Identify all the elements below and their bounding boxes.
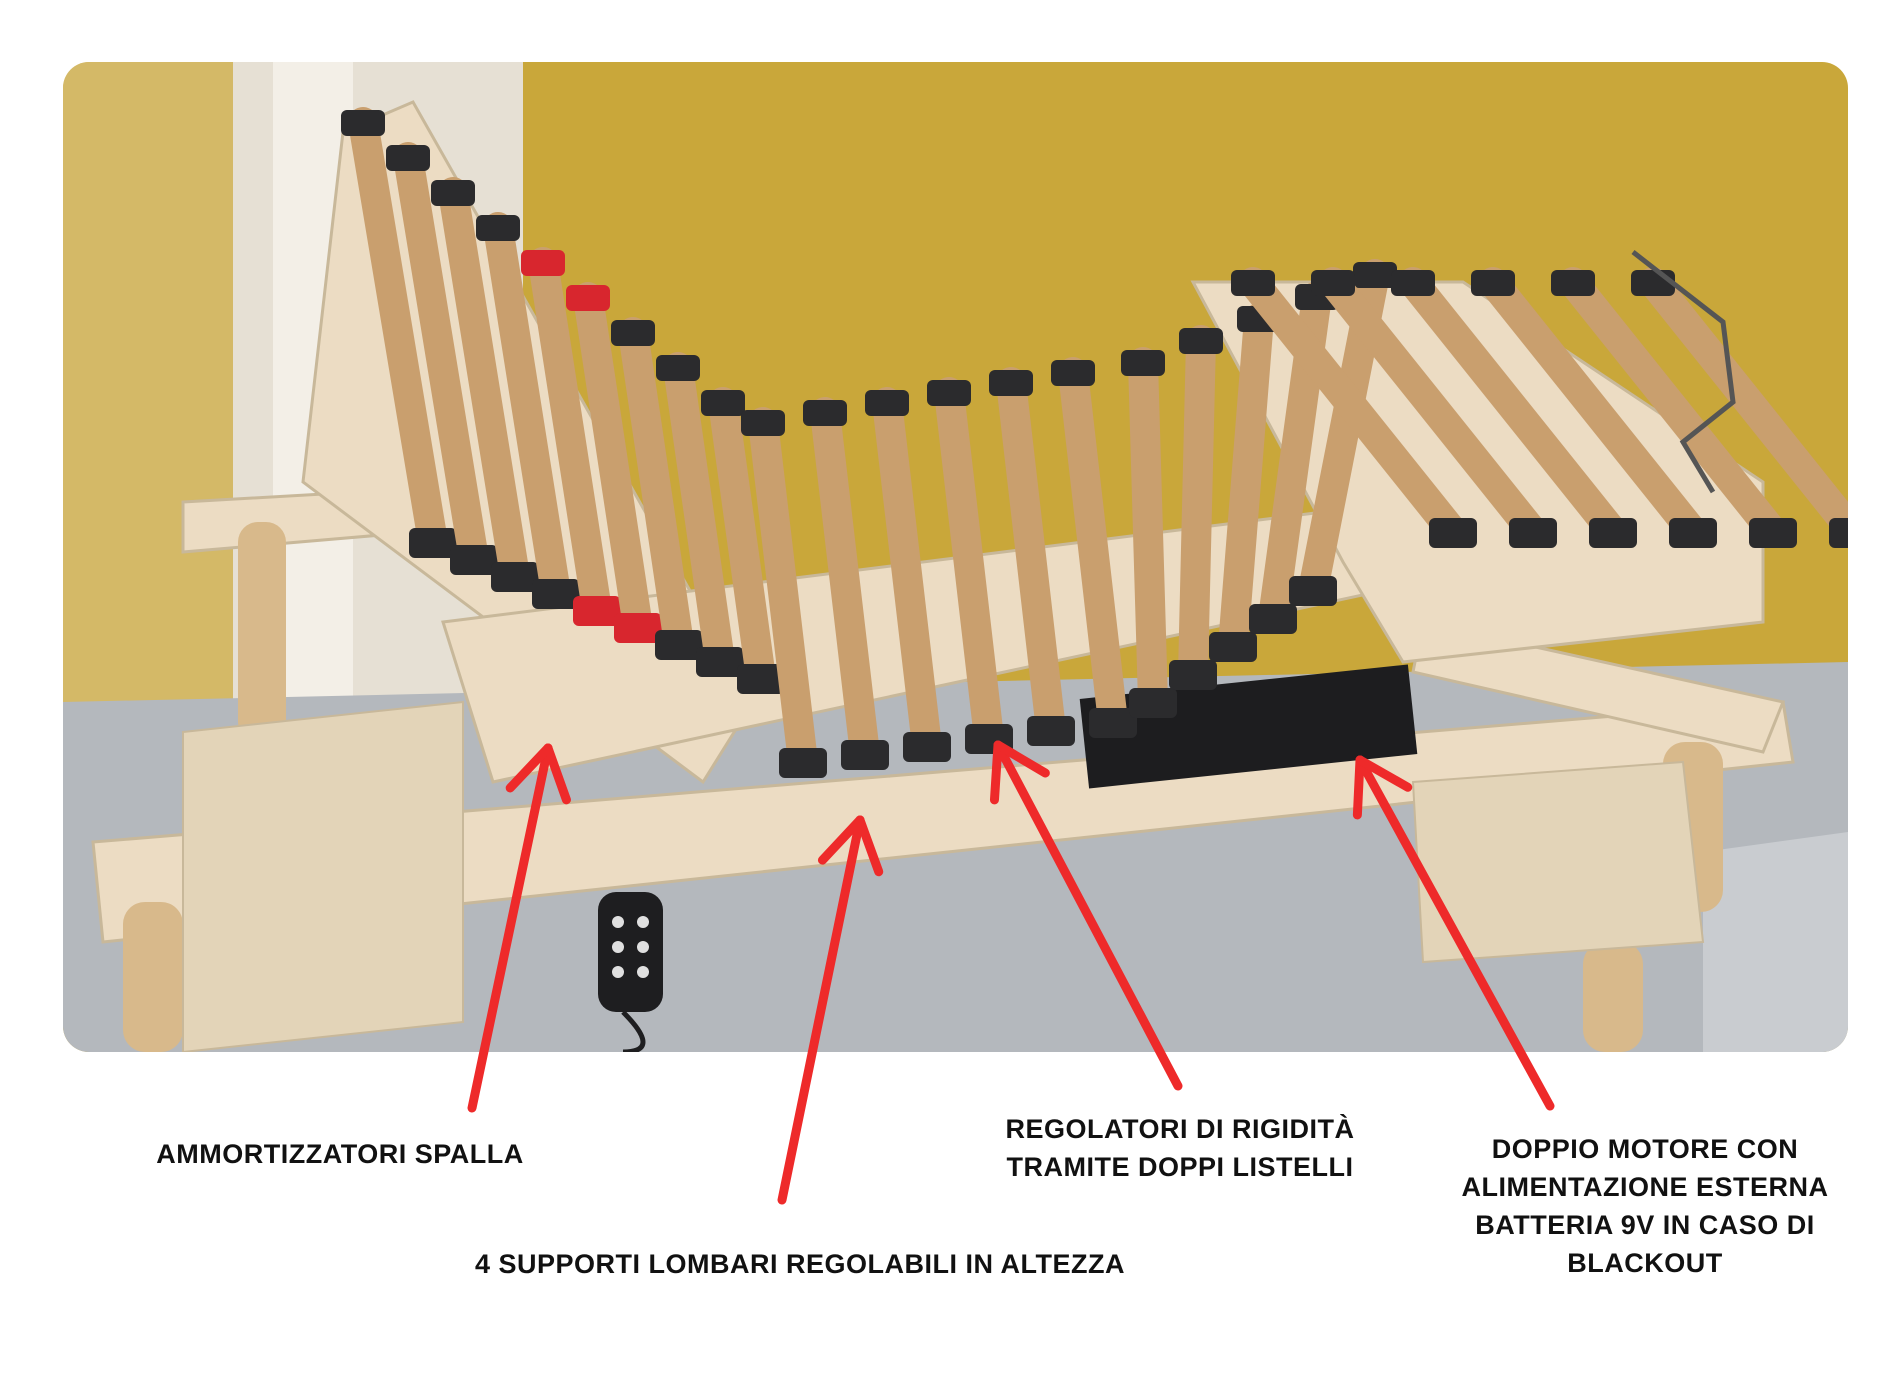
slat-holder — [1551, 270, 1595, 296]
wire-headrest — [1631, 250, 1736, 494]
slat-holder — [656, 355, 700, 381]
slat-holder — [1391, 270, 1435, 296]
slat-holder — [1669, 518, 1717, 548]
slat-holder — [927, 380, 971, 406]
caption-line: DOPPIO MOTORE CON — [1491, 1134, 1799, 1164]
slat-holder — [1289, 576, 1337, 606]
bed-leg — [238, 522, 286, 742]
caption-lumbar-supports: 4 SUPPORTI LOMBARI REGOLABILI IN ALTEZZA — [420, 1245, 1180, 1283]
slat-holder — [431, 180, 475, 206]
slat-holder — [965, 724, 1013, 754]
slat — [1478, 267, 1708, 547]
slat — [872, 387, 942, 761]
slat — [1638, 267, 1848, 547]
slat-holder — [450, 545, 498, 575]
slat-holder — [701, 390, 745, 416]
slat — [708, 387, 776, 693]
slat — [573, 282, 653, 642]
slat-holder — [1749, 518, 1797, 548]
caption-line: BATTERIA 9V IN CASO DI — [1475, 1210, 1815, 1240]
slat-holder — [737, 664, 785, 694]
slat — [1178, 325, 1216, 689]
slat-holder — [696, 647, 744, 677]
caption-line: AMMORTIZZATORI SPALLA — [156, 1139, 524, 1169]
bed-leg — [123, 902, 183, 1052]
slat-holder — [1089, 708, 1137, 738]
caption-line: REGOLATORI DI RIGIDITÀ — [1005, 1114, 1355, 1144]
product-photo — [63, 62, 1848, 1052]
slat — [348, 107, 448, 557]
slat — [1318, 267, 1548, 547]
caption-line: ALIMENTAZIONE ESTERNA — [1461, 1172, 1829, 1202]
slat-holder — [903, 732, 951, 762]
slat-holder — [1829, 518, 1848, 548]
bed-leg — [1583, 942, 1643, 1052]
slat-holder — [532, 579, 580, 609]
slat-holder — [521, 250, 565, 276]
slat — [1398, 267, 1628, 547]
caption-double-motor: DOPPIO MOTORE CON ALIMENTAZIONE ESTERNA … — [1430, 1130, 1860, 1282]
slat-holder — [1631, 270, 1675, 296]
slat — [810, 397, 880, 769]
slat-holder — [1129, 688, 1177, 718]
slat-holder — [491, 562, 539, 592]
slat-holder — [476, 215, 520, 241]
slat-holder — [841, 740, 889, 770]
slat — [1218, 303, 1274, 661]
slat-holder — [1169, 660, 1217, 690]
slat — [1058, 357, 1128, 737]
slat-holder — [1471, 270, 1515, 296]
caption-shoulder-shock-absorbers: AMMORTIZZATORI SPALLA — [110, 1135, 570, 1173]
slat — [1238, 267, 1468, 547]
caption-line: BLACKOUT — [1567, 1248, 1723, 1278]
slat-holder — [1027, 716, 1075, 746]
slat-holder — [1353, 262, 1397, 288]
slat-holder — [779, 748, 827, 778]
slat — [1128, 347, 1168, 717]
slat-holder — [989, 370, 1033, 396]
caption-line: TRAMITE DOPPI LISTELLI — [1006, 1152, 1354, 1182]
remote-control — [598, 892, 663, 1012]
slat-holder — [573, 596, 621, 626]
slat — [528, 247, 612, 625]
slat-holder — [803, 400, 847, 426]
slat-holder — [1509, 518, 1557, 548]
slat — [618, 317, 694, 659]
slat — [438, 177, 530, 591]
slat-holder — [1311, 270, 1355, 296]
slat-holder — [386, 145, 430, 171]
slat-holder — [566, 285, 610, 311]
slat-holder — [655, 630, 703, 660]
slat-holder — [341, 110, 385, 136]
slat — [663, 352, 735, 676]
slat-holder — [865, 390, 909, 416]
slat-holder — [1179, 328, 1223, 354]
slat-holder — [1209, 632, 1257, 662]
slat-holder — [409, 528, 457, 558]
slat-holder — [1051, 360, 1095, 386]
slat-holder — [614, 613, 662, 643]
caption-stiffness-regulators: REGOLATORI DI RIGIDITÀ TRAMITE DOPPI LIS… — [960, 1110, 1400, 1186]
slat-holder — [1121, 350, 1165, 376]
slat-holder — [741, 410, 785, 436]
slat-holder — [611, 320, 655, 346]
slat — [748, 407, 818, 777]
slat — [1558, 267, 1788, 547]
slat-holder — [1249, 604, 1297, 634]
slat — [393, 142, 489, 574]
slat — [934, 377, 1004, 753]
slat-holder — [1429, 518, 1477, 548]
slat-holder — [1589, 518, 1637, 548]
caption-line: 4 SUPPORTI LOMBARI REGOLABILI IN ALTEZZA — [475, 1249, 1125, 1279]
slat-holder — [1231, 270, 1275, 296]
slat — [483, 212, 571, 608]
slat — [996, 367, 1066, 745]
